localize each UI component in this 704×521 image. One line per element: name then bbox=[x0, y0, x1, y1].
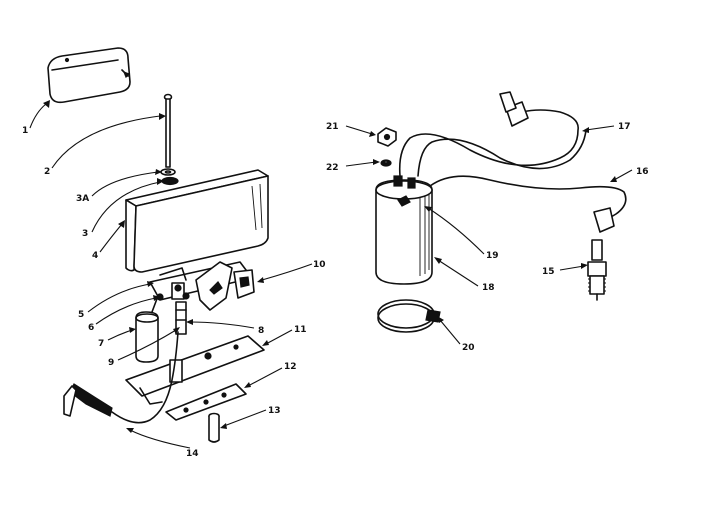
callout-19: 19 bbox=[486, 251, 499, 261]
part-3-grommet bbox=[161, 176, 179, 186]
callout-18: 18 bbox=[482, 283, 495, 293]
part-11-base-plate bbox=[125, 335, 265, 405]
part-4-box bbox=[125, 169, 269, 273]
callout-16: 16 bbox=[636, 167, 649, 177]
callout-13: 13 bbox=[268, 406, 281, 416]
part-2-rod bbox=[163, 93, 173, 168]
callout-5: 5 bbox=[78, 310, 84, 320]
part-16-lead-lower bbox=[429, 175, 627, 233]
callout-3a: 3A bbox=[76, 194, 89, 204]
callout-14: 14 bbox=[186, 449, 199, 459]
callout-6: 6 bbox=[88, 323, 94, 333]
callout-1: 1 bbox=[22, 126, 28, 136]
part-21-nut bbox=[377, 127, 397, 147]
callout-17: 17 bbox=[618, 122, 631, 132]
part-1-cover bbox=[47, 47, 131, 104]
part-3a-washer bbox=[160, 168, 176, 176]
callout-7: 7 bbox=[98, 339, 104, 349]
part-10-connector bbox=[233, 269, 255, 299]
callout-22: 22 bbox=[326, 163, 339, 173]
callout-20: 20 bbox=[462, 343, 475, 353]
part-12-terminal-strip bbox=[165, 383, 247, 421]
part-14-lead-boot bbox=[63, 331, 179, 424]
part-15-spark-plug bbox=[587, 239, 607, 301]
part-13-pin bbox=[208, 412, 220, 443]
callout-8: 8 bbox=[258, 326, 264, 336]
callout-11: 11 bbox=[294, 325, 307, 335]
part-20-clamp bbox=[377, 299, 441, 333]
callout-2: 2 bbox=[44, 167, 50, 177]
callout-4: 4 bbox=[92, 251, 98, 261]
leader-lines bbox=[29, 100, 633, 449]
callout-12: 12 bbox=[284, 362, 297, 372]
callout-10: 10 bbox=[313, 260, 326, 270]
callout-3: 3 bbox=[82, 229, 88, 239]
part-18-coil bbox=[375, 175, 433, 285]
callout-15: 15 bbox=[542, 267, 555, 277]
part-22-washer bbox=[380, 159, 392, 167]
part-17-lead-upper bbox=[398, 91, 587, 177]
callout-21: 21 bbox=[326, 122, 339, 132]
callout-9: 9 bbox=[108, 358, 114, 368]
callout-labels: 1 2 3A 3 4 5 6 7 9 8 10 11 12 13 14 21 2… bbox=[22, 122, 649, 459]
